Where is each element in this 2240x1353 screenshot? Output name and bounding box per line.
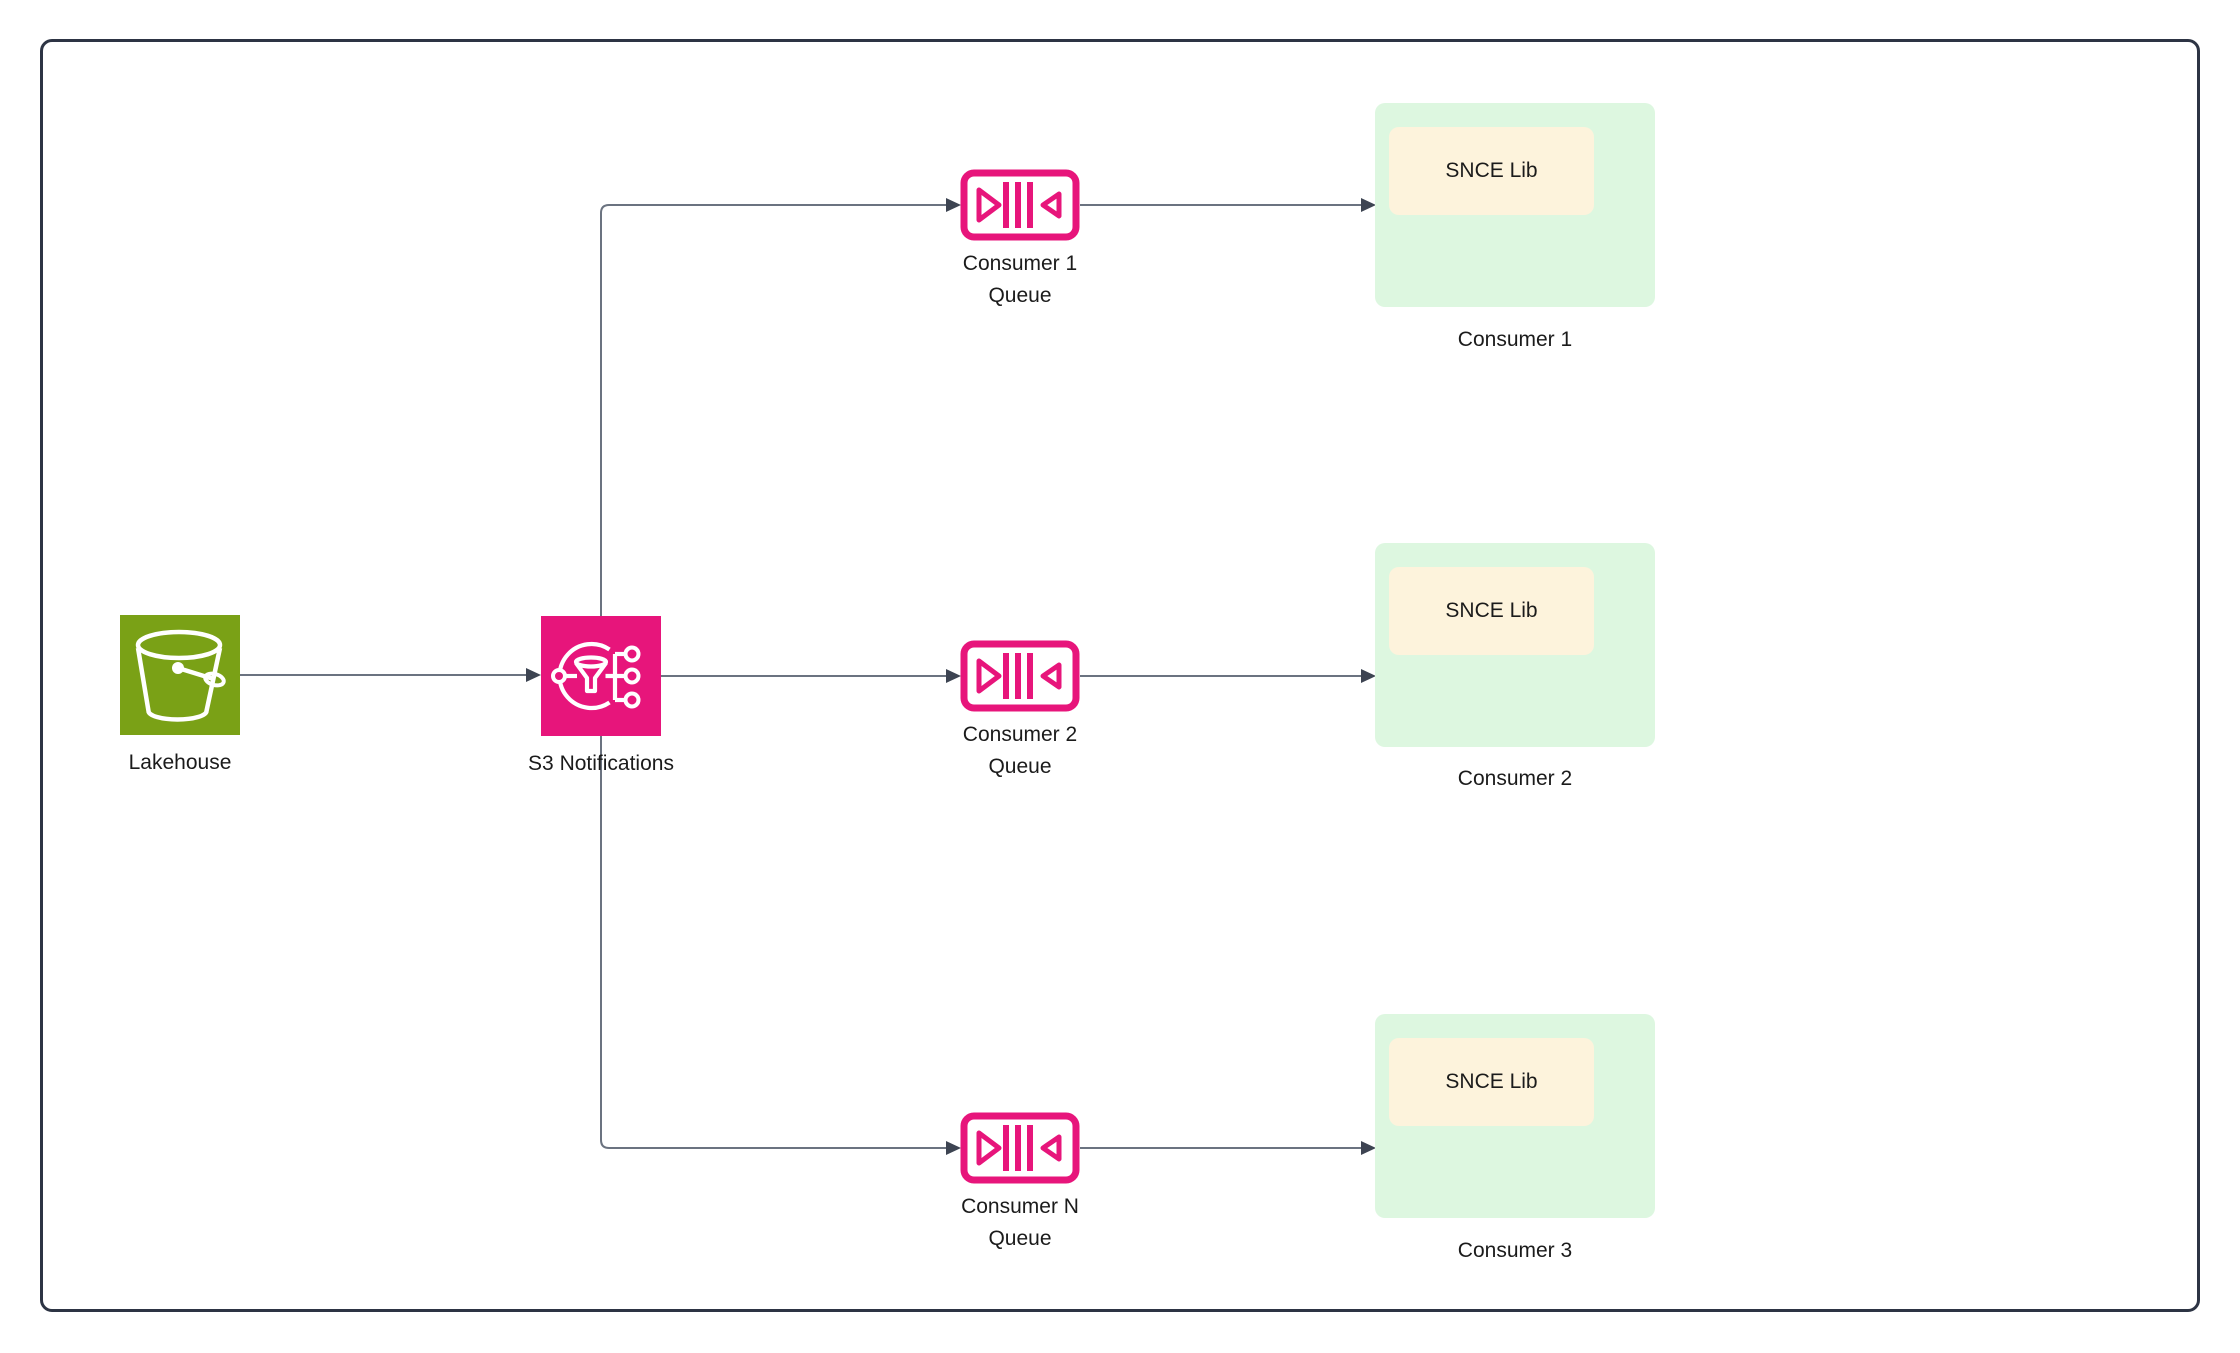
consumer2-label: Consumer 2 bbox=[1457, 767, 1573, 790]
lakehouse-label: Lakehouse bbox=[128, 751, 232, 774]
queue2-label-line1: Consumer 2 bbox=[962, 723, 1078, 746]
arrowhead-to-consumer2 bbox=[1361, 669, 1376, 683]
consumer1-lib-box: SNCE Lib bbox=[1389, 127, 1594, 215]
sqs-queue-icon-n bbox=[960, 1112, 1080, 1184]
arrowhead-to-s3 bbox=[526, 668, 541, 682]
consumer3-label: Consumer 3 bbox=[1457, 1239, 1573, 1262]
consumer2-lib-box: SNCE Lib bbox=[1389, 567, 1594, 655]
consumer1-lib-label: SNCE Lib bbox=[1445, 159, 1538, 182]
consumer2-lib-label: SNCE Lib bbox=[1445, 599, 1538, 622]
consumer1-label: Consumer 1 bbox=[1457, 328, 1573, 351]
consumer3-box: SNCE Lib bbox=[1375, 1014, 1655, 1218]
queueN-label-line2: Queue bbox=[988, 1227, 1052, 1250]
arrowhead-to-queue1 bbox=[946, 198, 961, 212]
arrowhead-to-queueN bbox=[946, 1141, 961, 1155]
queue1-label: Consumer 1 Queue bbox=[963, 248, 1077, 312]
s3-bucket-icon bbox=[120, 615, 240, 735]
connector-s3-to-queueN bbox=[600, 675, 946, 1149]
arrowhead-to-consumer1 bbox=[1361, 198, 1376, 212]
diagram-border bbox=[40, 39, 2200, 1312]
consumer3-lib-box: SNCE Lib bbox=[1389, 1038, 1594, 1126]
s3-notifications-label: S3 Notifications bbox=[528, 752, 674, 775]
lakehouse-node: Lakehouse bbox=[120, 615, 240, 774]
queueN-label: Consumer N Queue bbox=[961, 1191, 1079, 1255]
queueN-label-line1: Consumer N bbox=[961, 1195, 1079, 1218]
sqs-queue-icon-2 bbox=[960, 640, 1080, 712]
event-notifications-icon bbox=[541, 616, 661, 736]
sqs-queue-icon-1 bbox=[960, 169, 1080, 241]
connector-s3-to-queue1 bbox=[600, 204, 946, 675]
arrowhead-to-consumer3 bbox=[1361, 1141, 1376, 1155]
queue2-label-line2: Queue bbox=[988, 755, 1052, 778]
s3-notifications-node: S3 Notifications bbox=[528, 616, 674, 775]
queue2-label: Consumer 2 Queue bbox=[963, 719, 1077, 783]
consumer2-box: SNCE Lib bbox=[1375, 543, 1655, 747]
arrowhead-to-queue2 bbox=[946, 669, 961, 683]
consumer3-lib-label: SNCE Lib bbox=[1445, 1070, 1538, 1093]
consumer1-box: SNCE Lib bbox=[1375, 103, 1655, 307]
queue1-label-line1: Consumer 1 bbox=[962, 252, 1078, 275]
queue1-label-line2: Queue bbox=[988, 284, 1052, 307]
